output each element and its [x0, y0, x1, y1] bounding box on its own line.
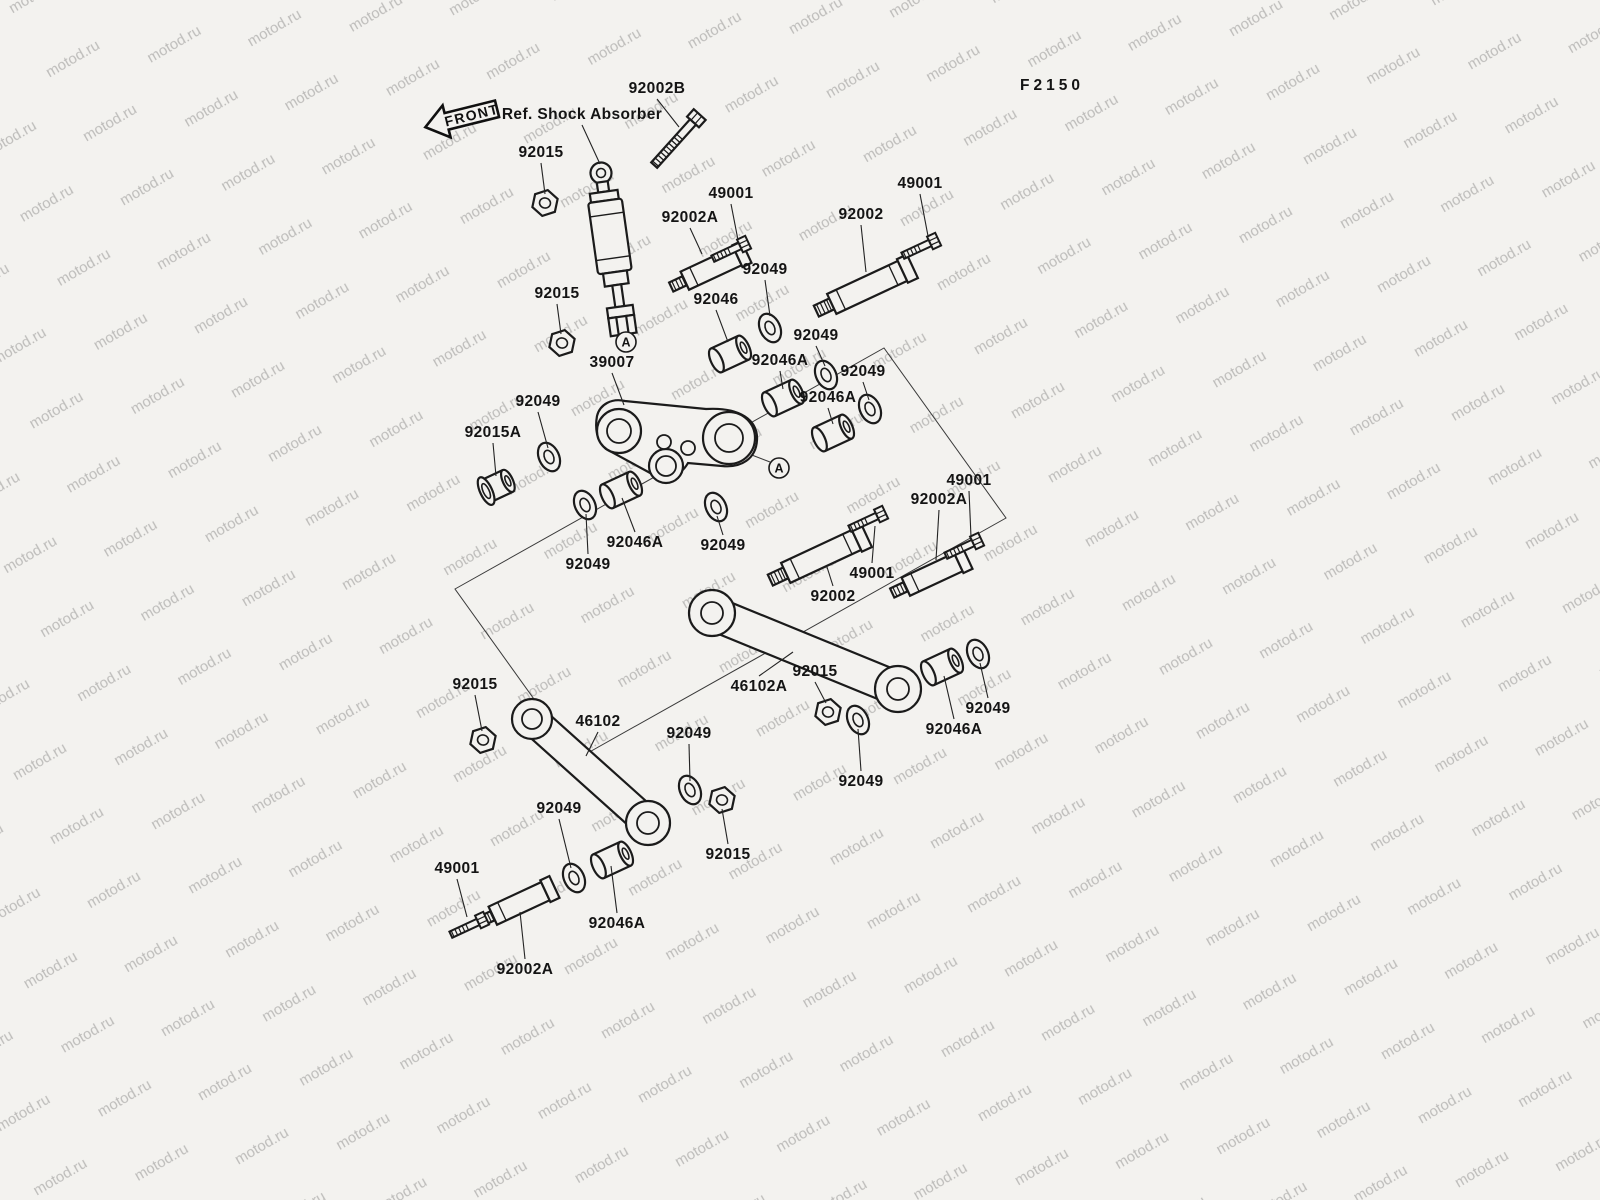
leader-line: [730, 203, 739, 241]
leader-line: [556, 303, 562, 335]
leader-line: [474, 694, 483, 732]
part-label: 92002A: [497, 961, 554, 978]
rocker-arm: [595, 399, 759, 485]
leader-line: [935, 509, 940, 561]
leader-line: [585, 731, 599, 757]
leader-line: [689, 227, 703, 255]
leader-line: [943, 675, 955, 720]
leader-line: [721, 808, 729, 845]
part-label: 92002: [838, 206, 883, 223]
tie-rod-front: [510, 697, 672, 847]
leader-line: [968, 490, 972, 538]
part-label: 92015: [452, 676, 497, 693]
part-label: 92015: [518, 144, 563, 161]
leader-line: [540, 162, 546, 195]
leader-line: [456, 878, 468, 918]
part-label: 92046A: [589, 915, 646, 932]
part-label: 92049: [666, 725, 711, 742]
leader-line: [715, 309, 729, 343]
leader-line: [826, 566, 834, 587]
front-direction-arrow: FRONT: [423, 98, 501, 140]
leader-line: [492, 442, 497, 477]
part-label: 92046A: [926, 721, 983, 738]
leader-line: [815, 345, 826, 367]
part-label: 92046A: [800, 389, 857, 406]
part-label: 46102A: [731, 678, 788, 695]
leader-line: [537, 411, 549, 449]
leader-line: [860, 224, 867, 273]
tie-rod-rear: [687, 588, 923, 714]
part-label: 92002A: [911, 491, 968, 508]
detail-marker-circle: [768, 457, 790, 479]
shock-absorber: [587, 161, 638, 338]
part-label: 49001: [434, 860, 479, 877]
part-label: 92015A: [465, 424, 522, 441]
part-label: 49001: [946, 472, 991, 489]
part-label: 49001: [897, 175, 942, 192]
leader-line: [716, 515, 724, 536]
part-label: 92015: [792, 663, 837, 680]
leader-line: [558, 818, 572, 869]
part-label: 92049: [515, 393, 560, 410]
leader-line: [610, 865, 618, 914]
part-label: 92049: [565, 556, 610, 573]
part-label: 92049: [965, 700, 1010, 717]
labels-layer: 92002B Ref. Shock Absorber 92015 49001 92002…: [434, 77, 1084, 978]
part-label: 92049: [742, 261, 787, 278]
leader-line: [814, 681, 827, 704]
part-label: 92015: [534, 285, 579, 302]
part-label: 92049: [840, 363, 885, 380]
leader-line: [827, 407, 834, 425]
leader-line: [656, 98, 680, 128]
detail-marker-label: A: [621, 336, 630, 350]
leader-line: [871, 525, 876, 564]
detail-markers-layer: AA: [615, 331, 790, 479]
part-label: 92049: [838, 773, 883, 790]
part-label: 92049: [793, 327, 838, 344]
part-label: 92046A: [752, 352, 809, 369]
part-label: 92046: [693, 291, 738, 308]
detail-marker-circle: [615, 331, 637, 353]
part-label: 92046A: [607, 534, 664, 551]
leader-line: [862, 381, 870, 401]
leader-line: [919, 193, 929, 237]
part-label: 92049: [536, 800, 581, 817]
part-label: F2150: [1020, 77, 1084, 94]
detail-marker-label: A: [774, 462, 783, 476]
leader-line: [519, 911, 526, 960]
leader-line: [779, 370, 784, 390]
part-label: 92049: [700, 537, 745, 554]
part-label: 92002: [810, 588, 855, 605]
part-label: 49001: [708, 185, 753, 202]
part-label: Ref. Shock Absorber: [502, 106, 662, 123]
part-label: 92015: [705, 846, 750, 863]
part-label: 92002B: [629, 80, 686, 97]
leader-line: [764, 279, 771, 317]
leader-line: [585, 513, 589, 555]
leader-line: [857, 728, 862, 772]
leader-line: [621, 497, 636, 533]
leader-line: [979, 662, 989, 699]
part-label: 46102: [575, 713, 620, 730]
part-label: 92002A: [662, 209, 719, 226]
leader-line: [688, 743, 691, 782]
leader-line: [611, 372, 625, 406]
part-label: 49001: [849, 565, 894, 582]
part-label: 39007: [589, 354, 634, 371]
leader-line: [758, 651, 794, 677]
leader-line: [581, 124, 601, 165]
